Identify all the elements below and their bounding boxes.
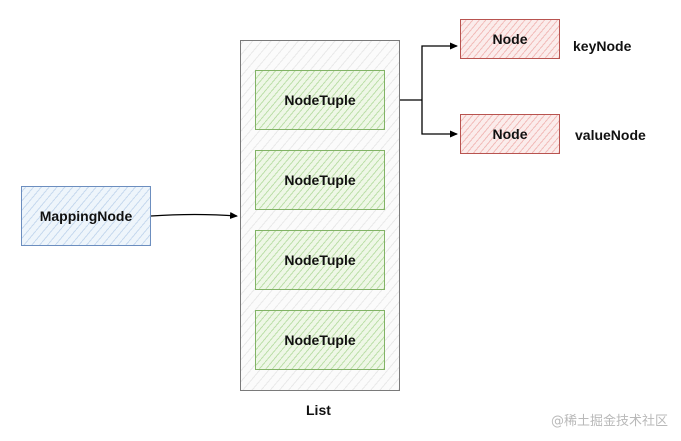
watermark: @稀土掘金技术社区 [550,414,668,429]
branch-to-keynode-arrow [421,42,458,100]
node-label: Node [492,126,528,142]
mapping-to-list-arrow [150,211,238,219]
node-tuple-box-1: NodeTuple [255,70,385,130]
key-node-box: Node [460,19,560,59]
node-tuple-label: NodeTuple [284,172,356,188]
mapping-node-label: MappingNode [39,208,133,224]
node-tuple-box-3: NodeTuple [255,230,385,290]
key-node-role-label: keyNode [573,38,632,54]
node-tuple-label: NodeTuple [284,252,356,268]
value-node-role-label: valueNode [575,127,646,143]
branch-to-valuenode-arrow [421,100,458,138]
node-tuple-label: NodeTuple [284,92,356,108]
list-label: List [306,402,331,418]
node-label: Node [492,31,528,47]
node-tuple-box-2: NodeTuple [255,150,385,210]
node-tuple-box-4: NodeTuple [255,310,385,370]
mapping-node-box: MappingNode [21,186,151,246]
node-tuple-label: NodeTuple [284,332,356,348]
value-node-box: Node [460,114,560,154]
